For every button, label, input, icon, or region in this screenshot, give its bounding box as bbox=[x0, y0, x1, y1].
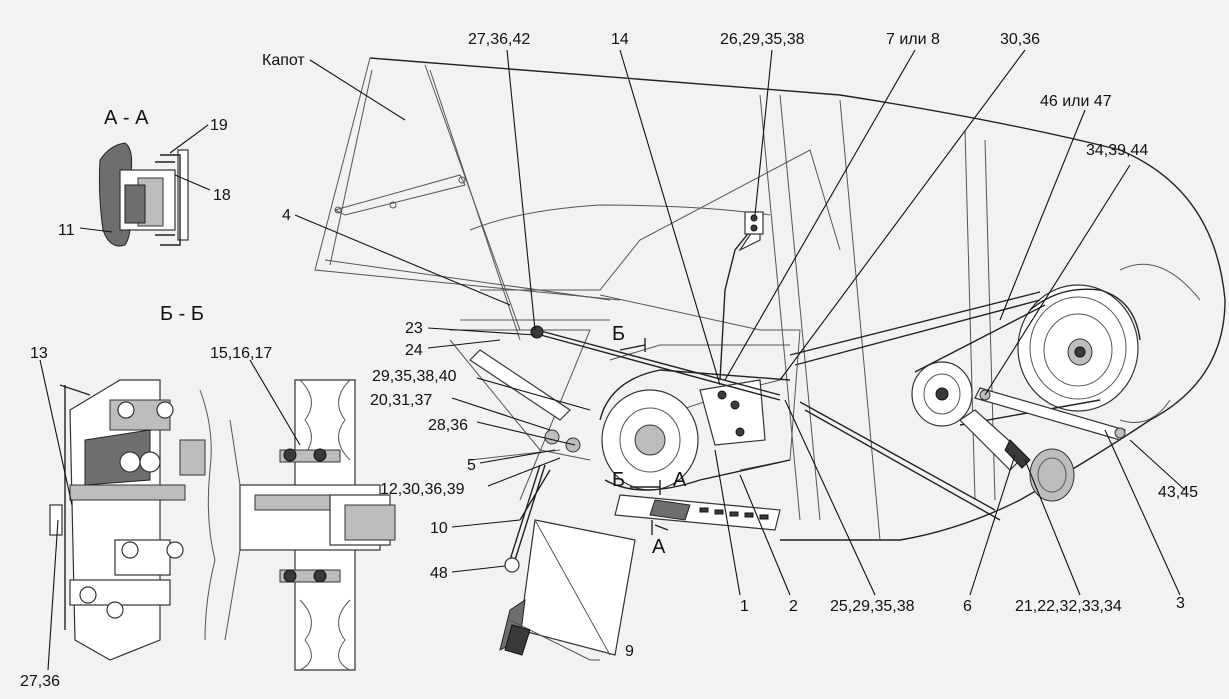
label-3: 3 bbox=[1176, 595, 1185, 612]
label-20-31-37: 20,31,37 bbox=[370, 392, 432, 409]
label-13: 13 bbox=[30, 345, 48, 362]
label-27-36-42: 27,36,42 bbox=[468, 31, 530, 48]
section-mark-a-top: А bbox=[673, 469, 687, 491]
slotted-bracket bbox=[614, 494, 781, 531]
label-27-36-bottom: 27,36 bbox=[20, 673, 60, 690]
label-11: 11 bbox=[58, 222, 75, 239]
section-b-b-left bbox=[49, 379, 216, 661]
label-48: 48 bbox=[430, 565, 448, 582]
label-hood: Капот bbox=[262, 52, 305, 69]
section-markers bbox=[619, 338, 669, 535]
section-b-b-title: Б - Б bbox=[160, 303, 204, 325]
tensioner-arm bbox=[959, 387, 1126, 471]
lever-assembly bbox=[449, 339, 591, 573]
hood-outline bbox=[314, 57, 1226, 541]
label-7-or-8: 7 или 8 bbox=[886, 31, 940, 48]
label-6: 6 bbox=[963, 598, 972, 615]
label-46-or-47: 46 или 47 bbox=[1040, 93, 1112, 110]
label-29-35-38-40: 29,35,38,40 bbox=[372, 368, 457, 385]
label-12-30-36-39: 12,30,36,39 bbox=[380, 481, 465, 498]
leader-lines bbox=[39, 49, 1186, 671]
section-a-a bbox=[98, 142, 189, 247]
drive-housing bbox=[450, 294, 801, 501]
drive-plates bbox=[699, 218, 766, 446]
right-hatch bbox=[1029, 448, 1075, 502]
small-pulley bbox=[911, 361, 973, 427]
label-2: 2 bbox=[789, 598, 798, 615]
label-21-22-32-33-34: 21,22,32,33,34 bbox=[1015, 598, 1122, 615]
section-b-b-right bbox=[224, 379, 396, 671]
label-34-39-44: 34,39,44 bbox=[1086, 142, 1148, 159]
label-26-29-35-38: 26,29,35,38 bbox=[720, 31, 805, 48]
label-18: 18 bbox=[213, 187, 231, 204]
label-25-29-35-38: 25,29,35,38 bbox=[830, 598, 915, 615]
label-4: 4 bbox=[282, 207, 291, 224]
chute-9 bbox=[499, 519, 636, 661]
large-pulley bbox=[1017, 284, 1141, 412]
cable-rod bbox=[530, 211, 781, 401]
label-15-16-17: 15,16,17 bbox=[210, 345, 272, 362]
section-mark-b-top: Б bbox=[612, 323, 625, 345]
label-9: 9 bbox=[625, 643, 634, 660]
labels: Капот 27,36,42 14 26,29,35,38 7 или 8 30… bbox=[20, 31, 1198, 690]
label-10: 10 bbox=[430, 520, 448, 537]
section-mark-b-bottom: Б bbox=[612, 469, 625, 491]
label-1: 1 bbox=[740, 598, 749, 615]
label-30-36: 30,36 bbox=[1000, 31, 1040, 48]
label-5: 5 bbox=[467, 457, 476, 474]
belts bbox=[789, 291, 1101, 521]
label-43-45: 43,45 bbox=[1158, 484, 1198, 501]
section-mark-a-bottom: А bbox=[652, 536, 666, 558]
section-a-a-title: А - А bbox=[104, 107, 149, 129]
label-28-36: 28,36 bbox=[428, 417, 468, 434]
label-19: 19 bbox=[210, 117, 228, 134]
label-23: 23 bbox=[405, 320, 423, 337]
label-14: 14 bbox=[611, 31, 629, 48]
label-24: 24 bbox=[405, 342, 423, 359]
